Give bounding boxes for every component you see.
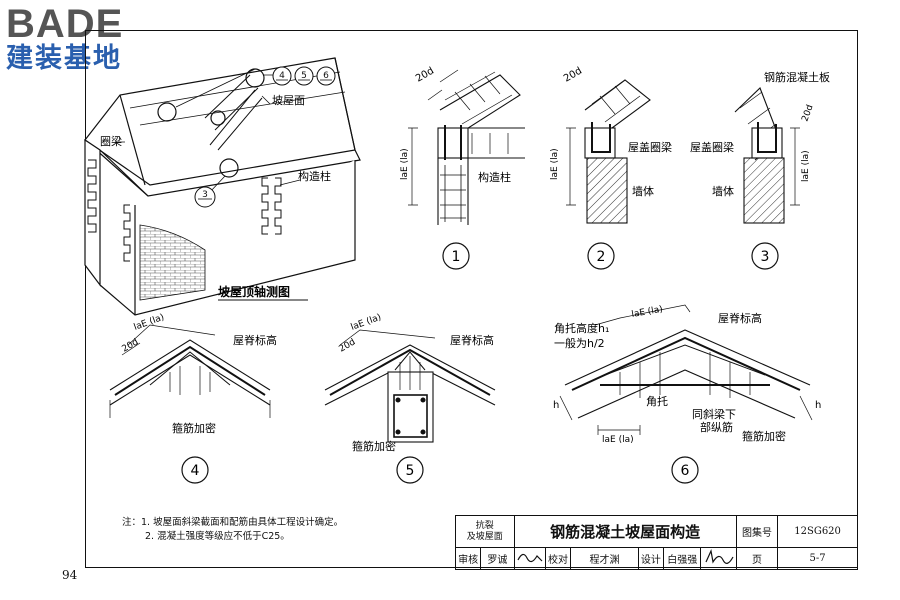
label-ring-beam: 圈梁 [100, 134, 122, 148]
atlas-label: 图集号 [735, 515, 779, 548]
label-slope-roof: 坡屋面 [272, 94, 305, 107]
detail-6-label-haunch: 角托 [646, 394, 668, 408]
designer-name: 白强强 [663, 547, 702, 570]
detail-6-dim-h-right: h [815, 400, 821, 411]
title-block: 抗裂 及坡屋面 钢筋混凝土坡屋面构造 图集号 12SG620 审核 罗诚 校对 … [454, 515, 858, 570]
detail-2-label-beam: 屋盖圈梁 [628, 140, 672, 154]
isometric-caption: 坡屋顶轴测图 [218, 284, 290, 299]
detail-4-dim-20d: 20d [121, 337, 141, 354]
reviewer-signature-icon [517, 553, 543, 563]
designer-signature [700, 547, 737, 570]
detail-3 [734, 87, 800, 270]
isometric-view [84, 57, 361, 316]
detail-6-number: 6 [681, 463, 690, 479]
detail-3-dim-20d: 20d [800, 103, 815, 123]
label-structural-column: 构造柱 [298, 169, 331, 183]
logo-brand: BADE [6, 2, 124, 46]
detail-6-label-haunch-general: 一般为h/2 [554, 337, 605, 350]
detail-2-dim-lae: laE (la) [550, 148, 560, 180]
reviewer-signature [513, 547, 546, 570]
callout-5: 5 [301, 71, 307, 81]
detail-4-dim-lae: laE (la) [133, 313, 166, 333]
callout-6: 6 [323, 71, 329, 81]
checker-name: 程才渊 [570, 547, 639, 570]
detail-4-label-stirrup: 箍筋加密 [172, 421, 216, 435]
page-value: 5-7 [777, 547, 858, 570]
detail-1-label-column: 构造柱 [478, 170, 511, 184]
detail-6-label-same-bars-2: 部纵筋 [700, 420, 733, 434]
logo-slogan: 建装基地 [6, 43, 122, 74]
detail-4 [109, 324, 271, 484]
detail-6-label-haunch-height: 角托高度h₁ [554, 321, 609, 335]
atlas-value: 12SG620 [777, 515, 858, 548]
title-category-line2: 及坡屋面 [466, 531, 503, 542]
detail-1-dim-20d: 20d [414, 66, 436, 85]
detail-4-label-ridge: 屋脊标高 [233, 333, 277, 347]
design-label: 设计 [637, 547, 665, 570]
detail-3-dim-lae: laE (la) [801, 150, 811, 182]
detail-5-label-ridge: 屋脊标高 [450, 333, 494, 347]
note-line-2: 2. 混凝土强度等级应不低于C25。 [145, 531, 290, 542]
detail-1 [408, 69, 525, 270]
title-category-line1: 抗裂 [475, 520, 494, 531]
detail-2 [566, 79, 651, 270]
detail-6-label-same-bars: 同斜梁下 [692, 407, 736, 421]
title-main: 钢筋混凝土坡屋面构造 [513, 515, 737, 548]
detail-3-label-beam: 屋盖圈梁 [690, 140, 734, 154]
detail-5 [324, 329, 496, 484]
isometric-callouts: 4 5 6 3 [194, 66, 336, 208]
notes-prefix: 注： [122, 517, 142, 528]
detail-2-number: 2 [597, 249, 606, 265]
detail-1-number: 1 [452, 249, 461, 265]
review-label: 审核 [454, 547, 482, 570]
title-category: 抗裂 及坡屋面 [455, 515, 515, 548]
note-line-1: 1. 坡屋面斜梁截面和配筋由具体工程设计确定。 [141, 517, 344, 528]
detail-6-dim-lae-bottom: laE (la) [602, 435, 634, 445]
detail-3-number: 3 [761, 249, 770, 265]
detail-6-dim-lae-top: laE (la) [631, 305, 664, 320]
detail-6 [559, 304, 813, 484]
callout-4: 4 [279, 71, 285, 81]
logo: BADE 建装基地 [6, 4, 123, 74]
detail-3-label-wall: 墙体 [712, 184, 734, 198]
detail-1-dim-lae: laE (la) [400, 148, 410, 180]
detail-3-label-slab: 钢筋混凝土板 [764, 70, 830, 84]
detail-6-label-ridge: 屋脊标高 [718, 311, 762, 325]
detail-5-label-stirrup: 箍筋加密 [352, 439, 396, 453]
detail-6-dim-h-left: h [553, 400, 559, 411]
designer-signature-icon [705, 549, 734, 564]
detail-4-number: 4 [191, 463, 200, 479]
detail-5-dim-lae: laE (la) [350, 313, 383, 333]
notes: 注：1. 坡屋面斜梁截面和配筋由具体工程设计确定。 2. 混凝土强度等级应不低于… [122, 516, 343, 544]
check-label: 校对 [544, 547, 572, 570]
detail-6-label-stirrup: 箍筋加密 [742, 429, 786, 443]
detail-5-number: 5 [406, 463, 415, 479]
reviewer-name: 罗诚 [480, 547, 515, 570]
page-label: 页 [735, 547, 779, 570]
callout-3: 3 [202, 190, 208, 200]
detail-5-dim-20d: 20d [338, 337, 358, 354]
page-number: 94 [62, 568, 78, 582]
detail-2-dim-20d: 20d [562, 66, 584, 85]
detail-2-label-wall: 墙体 [632, 184, 654, 198]
